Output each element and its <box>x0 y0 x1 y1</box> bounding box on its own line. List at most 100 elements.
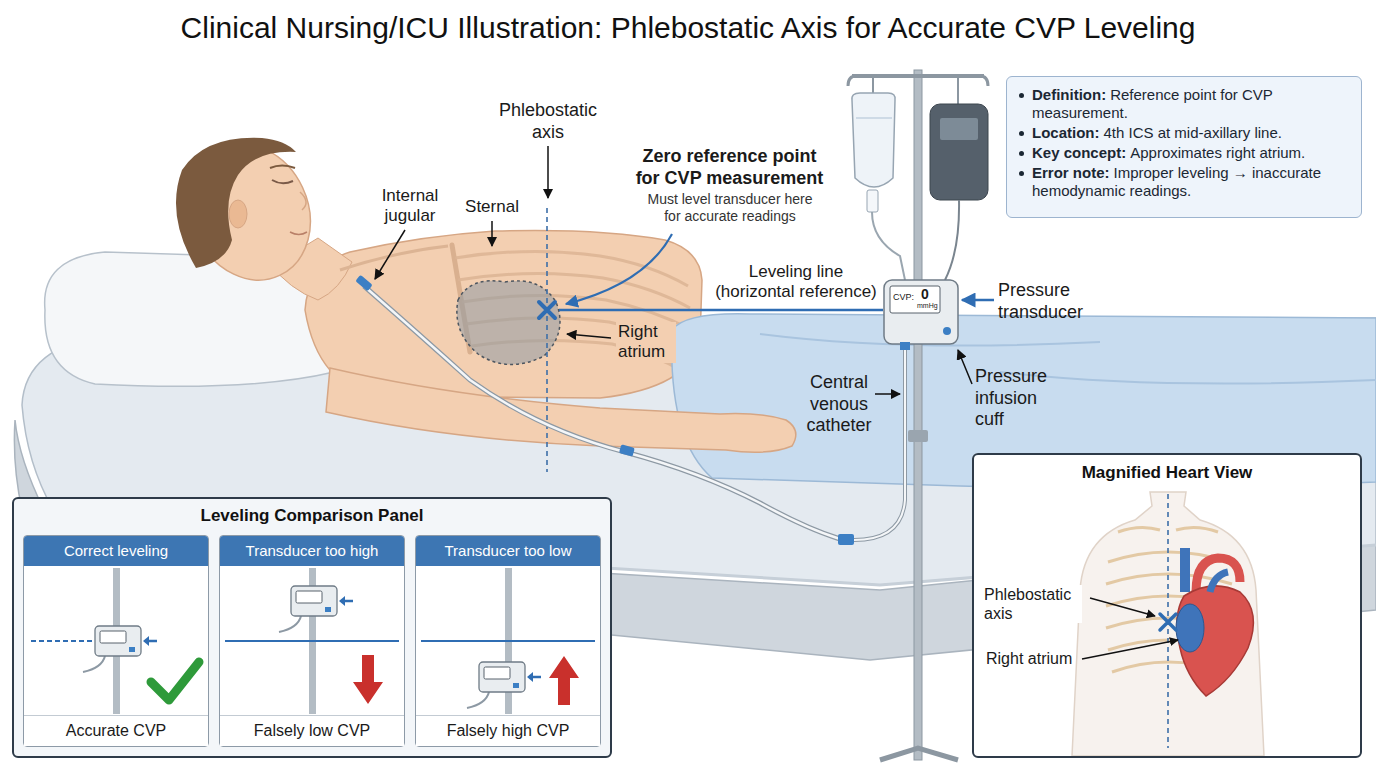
patient-body <box>168 124 332 300</box>
bullet-value: 4th ICS at mid-axillary line. <box>1104 124 1282 141</box>
part-label-area: Right atrium <box>984 649 1114 668</box>
panel-heading: Leveling Comparison Panel <box>14 506 610 526</box>
patient-body <box>305 230 702 398</box>
heart-panel-figure <box>1082 640 1178 659</box>
iv-pole <box>957 76 959 104</box>
label-area: Pressure transducer <box>998 280 1098 323</box>
heart-panel-figure <box>1090 598 1155 616</box>
pressure-bag <box>930 104 988 200</box>
callout-heading: Zero reference point for CVP measurement <box>632 146 827 189</box>
bullet-item: Definition:Reference point for CVP measu… <box>1019 86 1351 122</box>
leader-lines <box>539 302 555 318</box>
phlebostatic-axis-line <box>547 208 548 472</box>
pressure-bag <box>930 104 988 280</box>
panel-heading: Magnified Heart View <box>974 463 1360 483</box>
iv-pole <box>848 70 988 760</box>
catheter-tubing <box>619 444 635 456</box>
card-header: Transducer too low <box>416 536 600 566</box>
card-result: Accurate CVP <box>24 715 208 746</box>
patient-body <box>290 232 307 235</box>
too-low-figure <box>549 656 579 705</box>
part-label: Pressure infusion cuff <box>975 366 1063 431</box>
iv-pole <box>880 748 958 760</box>
heart-panel-figure <box>1176 604 1204 652</box>
bullet-dot <box>1019 93 1024 98</box>
iv-bag <box>856 117 892 119</box>
label-area: Right atrium <box>616 322 676 363</box>
patient-arm <box>326 368 796 452</box>
correct-leveling-figure <box>31 568 199 714</box>
comparison-panel-ground <box>12 497 612 758</box>
patient-body <box>272 180 293 183</box>
too-high-figure <box>225 568 399 714</box>
bullet-dot <box>1019 131 1024 136</box>
heart-panel-figure <box>1160 614 1176 630</box>
heart-panel-figure <box>1118 527 1160 532</box>
part-label: Right atrium <box>984 649 1074 668</box>
heart-panel-figure <box>972 453 1362 758</box>
patient-body <box>340 246 448 270</box>
leader-lines <box>559 309 883 312</box>
label-area: Pressure infusion cuff <box>975 366 1063 431</box>
card-figure-area <box>220 566 404 715</box>
comparison-card: Transducer too lowFalsely high CVP <box>415 535 601 747</box>
too-low-figure <box>421 568 595 714</box>
patient-body <box>300 192 306 210</box>
bullet-key: Definition: <box>1032 86 1106 103</box>
correct-leveling-figure <box>83 626 157 672</box>
callout-note: Must level transducer here for accurate … <box>640 191 820 225</box>
pressure-transducer <box>900 342 910 350</box>
heart-panel-figure <box>1176 527 1218 532</box>
leader-lines <box>962 299 994 302</box>
pressure-bag <box>940 118 978 140</box>
iv-pole <box>872 76 874 93</box>
leader-lines <box>566 234 672 304</box>
patient-body <box>455 251 692 372</box>
heart-view-panel: Magnified Heart ViewPhlebostatic axisRig… <box>972 453 1362 758</box>
iv-pole <box>908 430 928 442</box>
too-high-figure <box>353 655 383 704</box>
label-area: Must level transducer here for accurate … <box>640 191 820 225</box>
label-area: Internal jugular <box>365 186 455 227</box>
card-header: Transducer too high <box>220 536 404 566</box>
patient-body <box>229 200 247 228</box>
correct-leveling-figure <box>31 640 93 642</box>
label-area: 0 <box>921 287 929 301</box>
iv-bag <box>872 212 905 280</box>
title-area: Clinical Nursing/ICU Illustration: Phleb… <box>0 10 1376 46</box>
patient-body <box>176 138 296 268</box>
iv-pole <box>848 76 856 86</box>
pressure-transducer <box>890 286 940 313</box>
iv-pole <box>980 76 988 86</box>
comparison-panel-ground <box>23 535 209 747</box>
comparison-panel-ground <box>219 535 405 747</box>
heart-panel-figure <box>972 453 1362 758</box>
part-label: Right atrium <box>616 322 676 363</box>
bullet-key: Key concept: <box>1032 144 1126 161</box>
leader-lines <box>958 350 972 384</box>
too-high-figure <box>225 640 399 642</box>
pressure-transducer <box>884 280 958 350</box>
too-low-figure <box>421 640 595 642</box>
bullet-key: Error note: <box>1032 164 1110 181</box>
correct-leveling-figure <box>151 662 199 700</box>
bullet-dot <box>1019 171 1024 176</box>
iv-bag <box>852 93 905 280</box>
leader-lines <box>375 230 405 279</box>
patient-arm <box>326 368 796 452</box>
bullet-item: Key concept:Approximates right atrium. <box>1019 144 1351 162</box>
screen-value: 0 <box>921 287 929 301</box>
patient-body <box>455 251 688 286</box>
heart-panel-figure <box>1072 492 1264 756</box>
iv-bag <box>852 93 895 187</box>
patient-body <box>457 281 560 365</box>
heart-panel-figure <box>1180 548 1190 592</box>
card-figure-area <box>24 566 208 715</box>
comparison-card: Transducer too highFalsely low CVP <box>219 535 405 747</box>
bullet-text: Key concept:Approximates right atrium. <box>1032 144 1305 162</box>
leader-lines <box>567 334 611 338</box>
part-label-area: Phlebostatic axis <box>982 585 1082 623</box>
leader-lines <box>547 146 549 198</box>
part-label: Sternal <box>462 197 522 217</box>
